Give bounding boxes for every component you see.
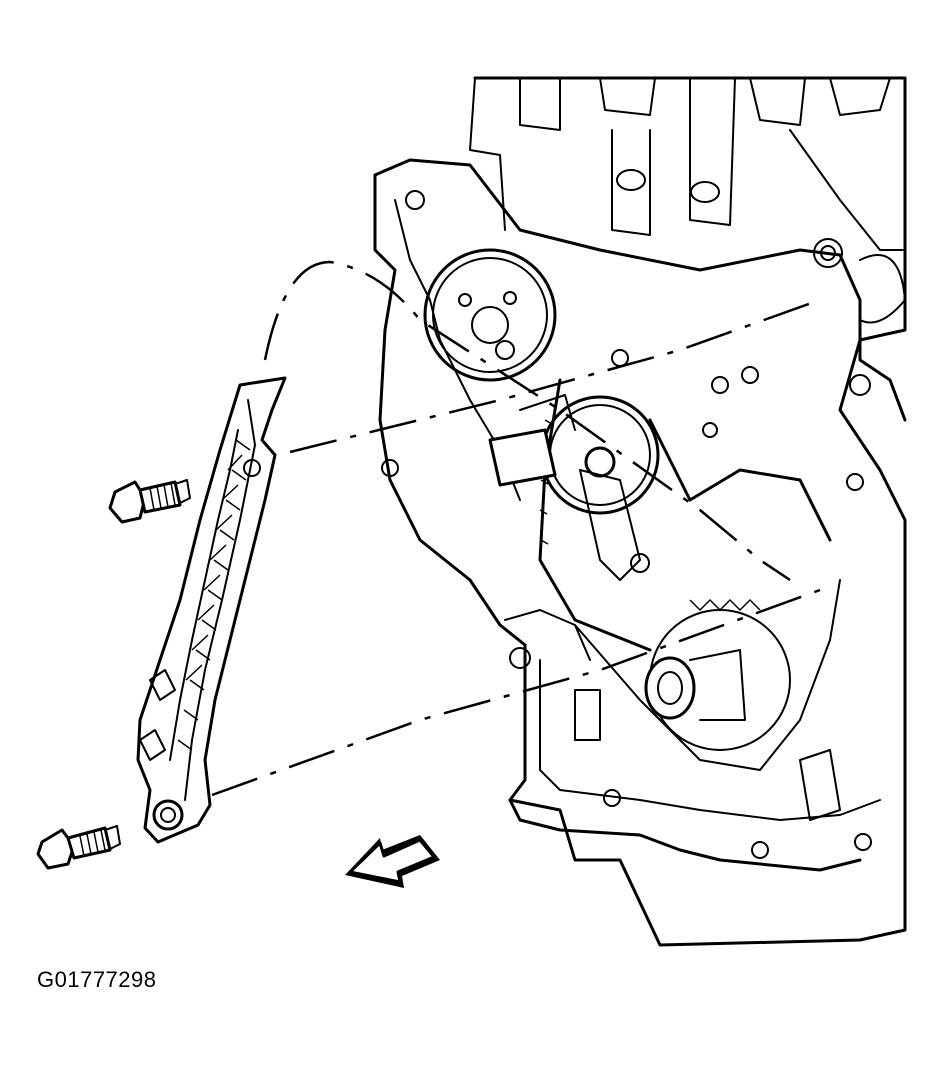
timing-chain: [538, 378, 841, 771]
tensioner: [488, 394, 576, 487]
exhaust-cam-sprocket: [540, 395, 660, 581]
front-cover: [373, 158, 907, 872]
alignment-lines: [211, 260, 821, 797]
engine-block: [469, 76, 907, 947]
intake-cam-sprocket: [423, 248, 557, 382]
lower-bolt: [36, 825, 121, 870]
timing-chain-guide: [136, 376, 287, 844]
crankshaft-sprocket: [644, 609, 791, 751]
figure-code: G01777298: [37, 967, 157, 992]
front-direction-arrow-icon: [345, 835, 440, 888]
upper-bolt: [108, 479, 191, 524]
